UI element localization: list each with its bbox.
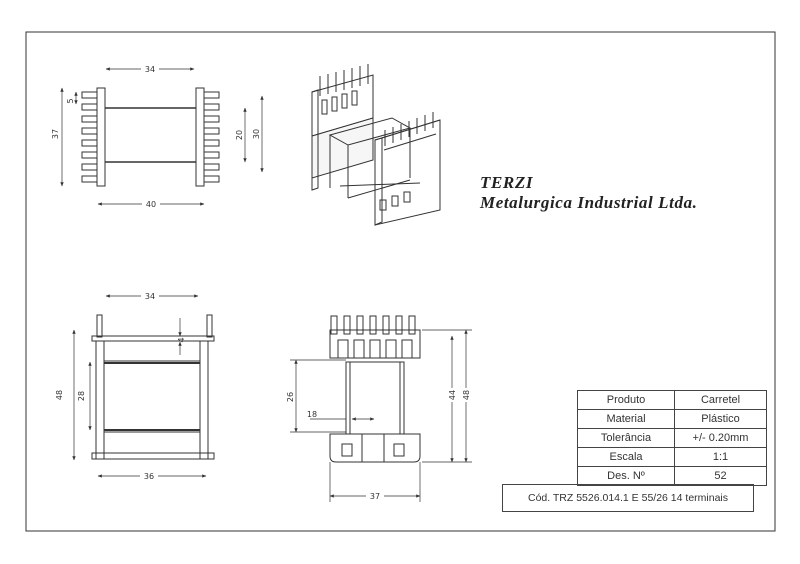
side-dim-h48: 48 [462,390,471,400]
title-value: Carretel [674,390,767,410]
front-dim-pin: 4 [177,337,186,342]
company-subtitle: Metalurgica Industrial Ltda. [480,193,698,212]
top-dim-overall: 40 [146,200,156,209]
title-value: 52 [674,466,767,486]
title-value: +/- 0.20mm [674,428,767,448]
title-label: Escala [577,447,675,467]
title-label: Tolerância [577,428,675,448]
company-name: TERZI [480,173,534,192]
title-row: Produto Carretel [577,390,767,410]
title-row: Material Plástico [577,409,767,429]
title-row: Des. Nº 52 [577,466,767,486]
front-dim-top: 34 [145,292,155,301]
side-view [329,315,421,463]
title-value: Plástico [674,409,767,429]
top-dim-height: 37 [51,129,60,139]
front-view [91,314,215,460]
top-dim-inner: 20 [235,130,244,140]
top-dim-outer: 30 [252,129,261,139]
side-dim-inner: 18 [307,410,317,419]
title-block: Produto Carretel Material Plástico Toler… [577,390,767,486]
front-dim-core: 28 [77,391,86,401]
title-value: 1:1 [674,447,767,467]
side-dim-window: 26 [286,392,295,402]
sheet-border [25,31,776,532]
side-dim-bottom: 37 [370,492,380,501]
title-row: Escala 1:1 [577,447,767,467]
title-label: Produto [577,390,675,410]
front-dim-bottom: 36 [144,472,154,481]
front-dim-height: 48 [55,390,64,400]
part-code: Cód. TRZ 5526.014.1 E 55/26 14 terminais [502,484,754,512]
top-dim-pitch: 5 [66,98,75,103]
title-label: Material [577,409,675,429]
top-view [81,87,220,187]
top-dim-width: 34 [145,65,155,74]
side-dim-h44: 44 [448,390,457,400]
isometric-view [311,64,441,226]
title-label: Des. Nº [577,466,675,486]
title-row: Tolerância +/- 0.20mm [577,428,767,448]
